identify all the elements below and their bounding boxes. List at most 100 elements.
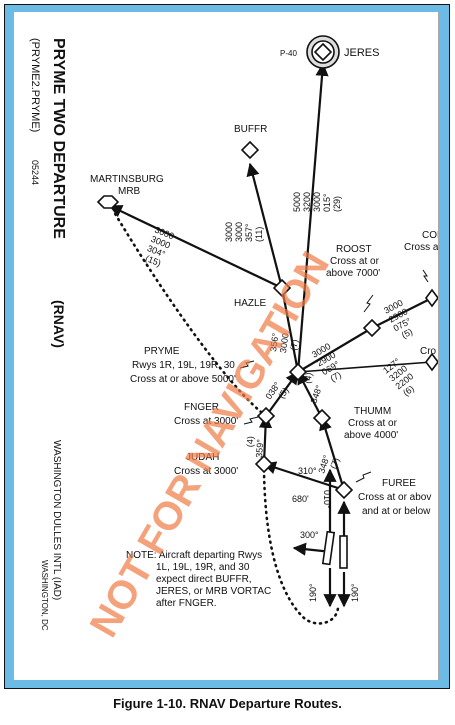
roost-fix-icon (362, 318, 382, 338)
jeres-course: 015° (322, 193, 332, 212)
route-hazle-buffr (246, 162, 284, 289)
rwy30-heading: 300° (300, 530, 319, 540)
city-name: WASHINGTON, DC (40, 560, 49, 631)
east-fix-icon (425, 352, 438, 372)
left-leg-alt: 680' (292, 494, 309, 504)
note-line-5: after FNGER. (156, 598, 217, 609)
jeres-label: JERES (344, 47, 379, 59)
buffr-alt-1: 3000 (224, 222, 234, 242)
runway-left (321, 530, 336, 566)
note-line-3: expect direct BUFFR, (156, 574, 252, 585)
chart-title-suffix: (RNAV) (51, 300, 67, 348)
runway-symbols (321, 530, 348, 569)
note-line-4: JERES, or MRB VORTAC (156, 586, 271, 597)
judah-label-2: Cross at 3000' (174, 466, 238, 477)
fnger-label-1: FNGER (184, 402, 219, 413)
leg-annotations: 3000 3000 304° (15) 3000 3000 357° (11) … (144, 192, 416, 602)
route-pryme-south-east (297, 361, 433, 373)
thumm-fix-icon (312, 408, 332, 428)
route-pryme-thumm (297, 370, 323, 419)
hazle-fix-icon (272, 278, 292, 298)
jeres-alt-1: 5000 (292, 192, 302, 212)
buffr-course: 357° (244, 223, 254, 242)
chart-panel (14, 12, 439, 680)
departure-chart: PRYME TWO DEPARTURE (RNAV) (PRYME2.PRYME… (29, 35, 438, 644)
note-line-1: NOTE: Aircraft departing Rwys (126, 550, 262, 561)
route-pryme-roost (297, 327, 373, 373)
jeres-distance: (29) (332, 196, 342, 212)
pryme-label-3: Cross at or above 5000' (130, 374, 236, 385)
judah-label-1: JUDAH (186, 452, 219, 463)
judah-distance: (4) (245, 436, 256, 448)
roost-label-2: Cross at or (330, 256, 380, 267)
runway-right (339, 535, 348, 569)
south-right-course: 190° (350, 583, 360, 602)
jeres-alt-3: 3000 (312, 192, 322, 212)
lightning-marker-pryme (239, 360, 255, 369)
route-thumm-furee (319, 416, 346, 491)
lightning-marker-furee (355, 471, 372, 483)
hazle-alt: 3000 (278, 332, 291, 353)
furee-label-2: Cross at or abov (358, 492, 431, 503)
furee-label-1: FUREE (382, 478, 416, 489)
figure-caption: Figure 1-10. RNAV Departure Routes. (113, 696, 342, 711)
thumm-course: 348° (308, 383, 324, 404)
chart-number: 05244 (30, 160, 40, 185)
lightning-marker-fnger (243, 416, 259, 425)
furee-distance: (7) (328, 457, 341, 471)
buffr-label: BUFFR (234, 124, 267, 135)
route-lines (108, 62, 433, 625)
roost-label-1: ROOST (336, 244, 372, 255)
fix-labels: P-40 JERES BUFFR MARTINSBURG MRB HAZLE R… (90, 47, 438, 517)
judah-heading: 310° (298, 466, 317, 476)
pryme-thumm-distance: (4) (302, 372, 314, 385)
coh-label-2: Cross a (404, 242, 438, 253)
fnger-label-2: Cross at 3000' (174, 416, 238, 427)
route-dotted-loop (262, 462, 340, 625)
pryme-label-2: Rwys 1R, 19L, 19R, 30 (132, 360, 235, 371)
chart-code: (PRYME2.PRYME) (29, 38, 41, 132)
route-hazle-mrb (108, 205, 283, 289)
roost-label-3: above 7000' (326, 268, 380, 279)
mrb-label-1: MARTINSBURG (90, 174, 164, 185)
buffr-fix-icon (240, 140, 260, 160)
thumm-label-2: Cross at or (348, 418, 398, 429)
cro-label: Cro (420, 346, 437, 357)
buffr-alt-2: 3000 (234, 222, 244, 242)
airport-name: WASHINGTON DULLES INTL (IAD) (51, 440, 62, 600)
south-left-course: 190° (308, 583, 318, 602)
hazle-course: 356° (268, 332, 281, 352)
judah-fix-icon (254, 454, 274, 474)
note-line-2: 1L, 19L, 19R, and 30 (156, 562, 250, 573)
fix-symbols (96, 35, 438, 500)
left-leg-course: 010° (322, 490, 332, 509)
route-dotted-fnger-mrb (112, 210, 268, 418)
route-pryme-hazle (280, 287, 300, 373)
thumm-label-3: above 4000' (344, 430, 398, 441)
fnger-fix-icon (256, 406, 276, 426)
pryme-label-1: PRYME (144, 346, 180, 357)
hazle-distance: (7) (288, 339, 299, 351)
mrb-vortac-icon (96, 195, 120, 209)
route-pryme-jeres (296, 62, 329, 373)
coh-label-1: COH (422, 230, 438, 241)
roost-distance: (7) (328, 370, 343, 384)
coh-fix-icon (425, 288, 438, 308)
chart-title: PRYME TWO DEPARTURE (50, 38, 67, 239)
jeres-alt-2: 3200 (302, 192, 312, 212)
lightning-marker-coh (422, 269, 429, 283)
furee-fix-icon (334, 480, 354, 500)
p40-label: P-40 (280, 49, 297, 58)
lightning-marker-roost (363, 294, 374, 313)
coh-distance: (5) (400, 326, 414, 340)
mrb-label-2: MRB (118, 186, 141, 197)
judah-course: 359° (254, 438, 265, 458)
hazle-label: HAZLE (234, 298, 267, 309)
jeres-fix-icon (313, 42, 333, 62)
route-fnger-pryme (265, 370, 299, 417)
furee-label-3: and at or below (362, 506, 431, 517)
departure-note: NOTE: Aircraft departing Rwys 1L, 19L, 1… (126, 550, 271, 609)
thumm-label-1: THUMM (354, 406, 391, 417)
route-roost-coh (371, 297, 433, 329)
pryme-fix-icon (288, 362, 308, 382)
